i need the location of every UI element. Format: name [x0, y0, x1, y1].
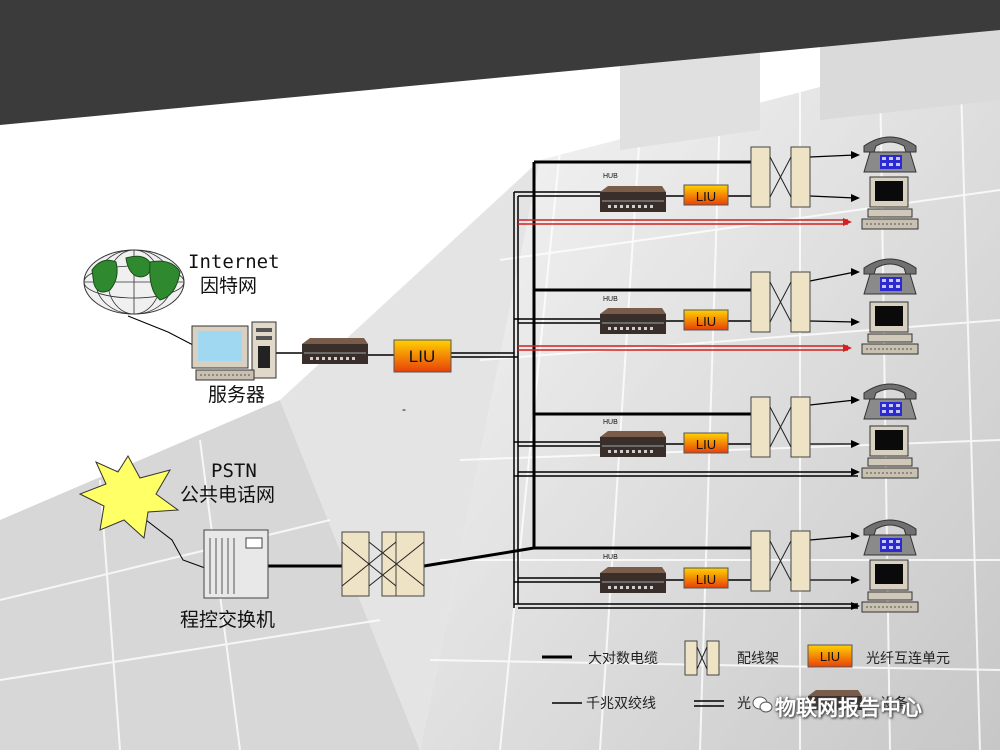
hub-label: HUB [603, 296, 618, 303]
watermark-text: 物联网报告中心 [775, 696, 922, 720]
internet-cn-label: 因特网 [200, 275, 258, 297]
liu-label-main: LIU [409, 347, 435, 366]
liu-label: LIU [696, 189, 716, 204]
legend-liu-desc: 光纤互连单元 [866, 651, 950, 667]
telephone-icon [863, 136, 917, 173]
legend-liu-label: LIU [820, 649, 840, 664]
server-computer-icon [191, 321, 277, 381]
pbx-label: 程控交换机 [180, 609, 276, 631]
hub-label: HUB [603, 173, 618, 180]
burst-icon [78, 455, 180, 539]
legend-fiber-label: 光 [737, 696, 751, 712]
wechat-icon [752, 696, 773, 713]
legend-cable-label: 大对数电缆 [588, 651, 658, 667]
hub-icon [600, 308, 666, 334]
modem-icon [302, 338, 368, 364]
telephone-icon [863, 258, 917, 295]
server-label: 服务器 [208, 384, 266, 406]
legend-patch-label: 配线架 [737, 651, 779, 667]
wiring [127, 151, 860, 610]
pbx-icon [203, 529, 269, 599]
hub-label: HUB [603, 554, 618, 561]
legend: LIU [542, 640, 862, 710]
hub-icon [600, 431, 666, 457]
hub-label: HUB [603, 419, 618, 426]
telephone-icon [863, 383, 917, 420]
pstn-label: PSTN [211, 460, 257, 482]
header-band [0, 0, 1000, 125]
globe-icon [83, 249, 185, 315]
liu-label: LIU [696, 314, 716, 329]
hub-icon [600, 567, 666, 593]
hub-icon [600, 186, 666, 212]
liu-label: LIU [696, 437, 716, 452]
liu-label: LIU [696, 572, 716, 587]
legend-gigabit-label: 千兆双绞线 [586, 696, 656, 712]
stray-dash: - [402, 402, 406, 416]
patch-panel-main [341, 531, 425, 597]
liu-box-main [393, 339, 452, 373]
legend-hub-label: 设备 [880, 696, 908, 712]
telephone-icon [863, 519, 917, 556]
internet-label: Internet [188, 251, 280, 273]
pstn-cn-label: 公共电话网 [180, 484, 276, 506]
